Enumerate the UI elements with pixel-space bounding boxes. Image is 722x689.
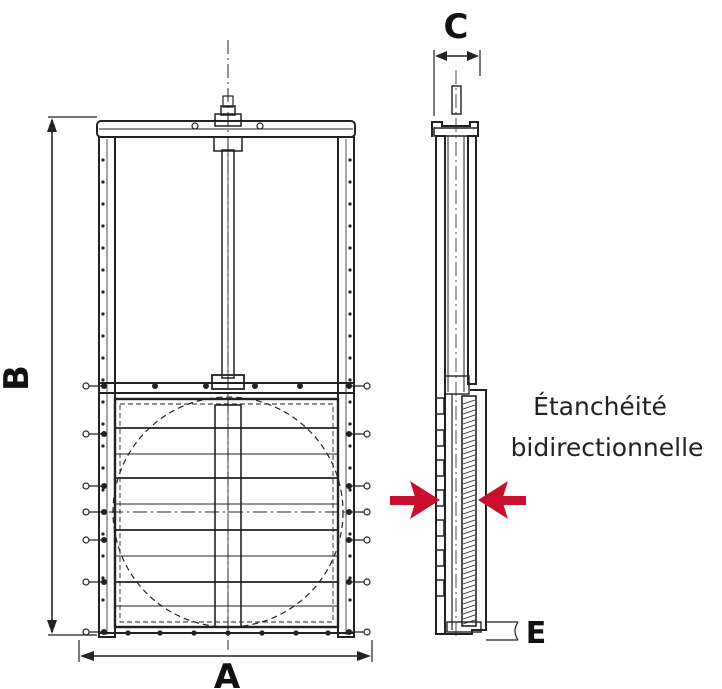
stem bbox=[221, 149, 235, 379]
dimension-a: A bbox=[78, 640, 373, 689]
rivet-dot bbox=[348, 598, 352, 602]
side-bolts bbox=[82, 382, 371, 636]
rivet-dot bbox=[101, 224, 105, 228]
rivet-dot bbox=[348, 224, 352, 228]
bolt bbox=[293, 630, 299, 636]
rivet-dot bbox=[348, 246, 352, 250]
lug bbox=[436, 459, 445, 477]
dimension-e-label: E bbox=[526, 616, 547, 651]
lug bbox=[436, 489, 445, 507]
rivet-dot bbox=[101, 158, 105, 162]
rivet-dot bbox=[348, 378, 352, 382]
rivet-dot bbox=[348, 576, 352, 580]
rivet-dot bbox=[101, 180, 105, 184]
rivet-dot bbox=[348, 488, 352, 492]
rivet-dot bbox=[101, 598, 105, 602]
bolt bbox=[363, 536, 371, 544]
bolt bbox=[82, 382, 90, 390]
bolt bbox=[225, 630, 231, 636]
bolt bbox=[363, 578, 371, 586]
rivet-dot bbox=[101, 422, 105, 426]
lug bbox=[436, 579, 445, 597]
side-lugs bbox=[436, 397, 445, 597]
rivet-dot bbox=[101, 400, 105, 404]
rivet-dot bbox=[101, 290, 105, 294]
rivet-dot bbox=[101, 334, 105, 338]
lug bbox=[436, 397, 445, 415]
rivet-dot bbox=[348, 180, 352, 184]
left-arrow-icon bbox=[390, 481, 440, 519]
rivet-dot bbox=[348, 290, 352, 294]
gate-body bbox=[98, 374, 355, 634]
rivet-dot bbox=[101, 356, 105, 360]
rivet-dot bbox=[101, 268, 105, 272]
bolt bbox=[203, 383, 209, 389]
rivet-dot bbox=[348, 268, 352, 272]
right-arrow-icon bbox=[478, 481, 526, 519]
lug bbox=[436, 519, 445, 537]
rivet-dot bbox=[101, 444, 105, 448]
front-view bbox=[82, 40, 371, 650]
dimension-e: E bbox=[486, 616, 546, 651]
bolt bbox=[363, 482, 371, 490]
rivet-dot bbox=[348, 400, 352, 404]
bolt bbox=[363, 430, 371, 438]
bolt bbox=[325, 630, 331, 636]
dimension-b-label: B bbox=[0, 365, 37, 391]
rivet-dot bbox=[101, 312, 105, 316]
rivet-dot bbox=[101, 246, 105, 250]
rivet-dot bbox=[348, 334, 352, 338]
dimension-b: B bbox=[0, 116, 97, 636]
dimension-c-label: C bbox=[444, 7, 469, 47]
bolt bbox=[191, 630, 197, 636]
bolt bbox=[82, 430, 90, 438]
rivet-dot bbox=[348, 356, 352, 360]
top-actuator bbox=[191, 95, 264, 152]
rivet-dot bbox=[348, 466, 352, 470]
lug bbox=[436, 429, 445, 447]
dimension-c: C bbox=[433, 7, 481, 116]
bolt bbox=[363, 382, 371, 390]
bolt bbox=[152, 383, 158, 389]
stiffener-bars bbox=[116, 427, 337, 607]
bolt bbox=[297, 383, 303, 389]
rivet-dot bbox=[101, 488, 105, 492]
bolt bbox=[82, 628, 90, 636]
bolt bbox=[125, 630, 131, 636]
lug bbox=[436, 549, 445, 567]
rivet-dot bbox=[348, 422, 352, 426]
side-view: C E bbox=[390, 7, 703, 651]
rivet-dot bbox=[348, 202, 352, 206]
rivet-dot bbox=[348, 444, 352, 448]
rivet-dot bbox=[348, 312, 352, 316]
dimension-a-label: A bbox=[214, 657, 241, 689]
rivet-dot bbox=[101, 532, 105, 536]
bolt bbox=[82, 536, 90, 544]
bolt bbox=[82, 482, 90, 490]
rivet-dot bbox=[101, 378, 105, 382]
annotation-line-1: Étanchéité bbox=[533, 392, 667, 421]
bolt bbox=[82, 578, 90, 586]
rivet-dot bbox=[101, 554, 105, 558]
seal-hatching bbox=[462, 399, 476, 625]
rivet-dot bbox=[101, 202, 105, 206]
rivet-dot bbox=[101, 466, 105, 470]
bolt bbox=[363, 628, 371, 636]
rivet-dot bbox=[348, 554, 352, 558]
bolt bbox=[363, 508, 371, 516]
seal-arrows bbox=[390, 481, 526, 519]
rivet-dot bbox=[348, 158, 352, 162]
bolt bbox=[259, 630, 265, 636]
rivet-dot bbox=[348, 532, 352, 536]
bolt bbox=[82, 508, 90, 516]
rivet-dot bbox=[101, 576, 105, 580]
bolt bbox=[157, 630, 163, 636]
bolt bbox=[252, 383, 258, 389]
annotation-line-2: bidirectionnelle bbox=[511, 433, 704, 462]
